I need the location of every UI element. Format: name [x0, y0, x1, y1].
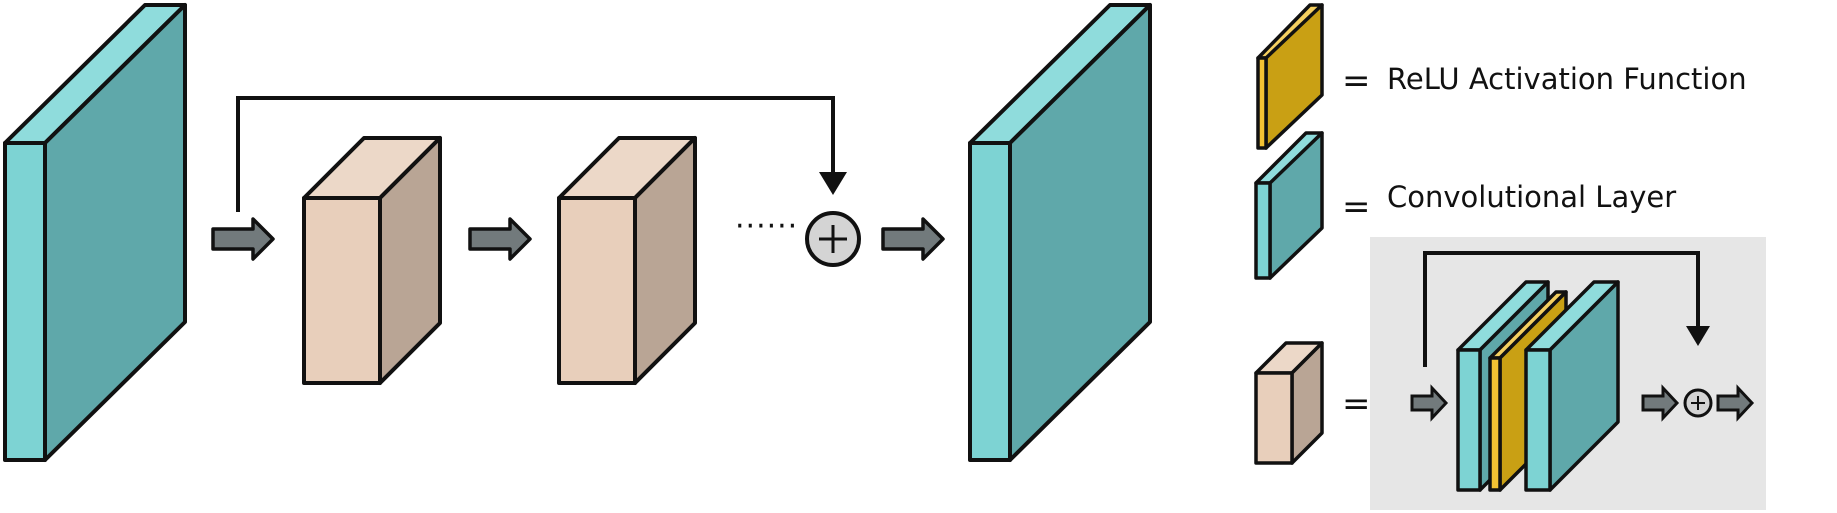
sum-node [805, 211, 861, 267]
flow-arrow [881, 217, 945, 261]
residual-block-legend-icon [1254, 341, 1324, 465]
residual-block [302, 136, 442, 385]
conv-legend-icon [1254, 131, 1324, 280]
residual-block-detail-panel [1370, 237, 1766, 510]
residual-block [557, 136, 697, 385]
input-conv-layer [3, 3, 187, 462]
equals-sign: = [1342, 187, 1371, 227]
equals-sign: = [1342, 384, 1371, 424]
ellipsis-dots: ······ [735, 209, 798, 244]
flow-arrow [468, 217, 532, 261]
inset-conv-layer [1524, 280, 1620, 492]
output-conv-layer [968, 3, 1152, 462]
equals-sign: = [1342, 61, 1371, 101]
main-skip-connection [236, 96, 847, 212]
flow-arrow [211, 217, 275, 261]
relu-legend-label: ReLU Activation Function [1387, 62, 1747, 96]
conv-legend-label: Convolutional Layer [1387, 180, 1676, 214]
relu-legend-icon [1256, 3, 1324, 150]
